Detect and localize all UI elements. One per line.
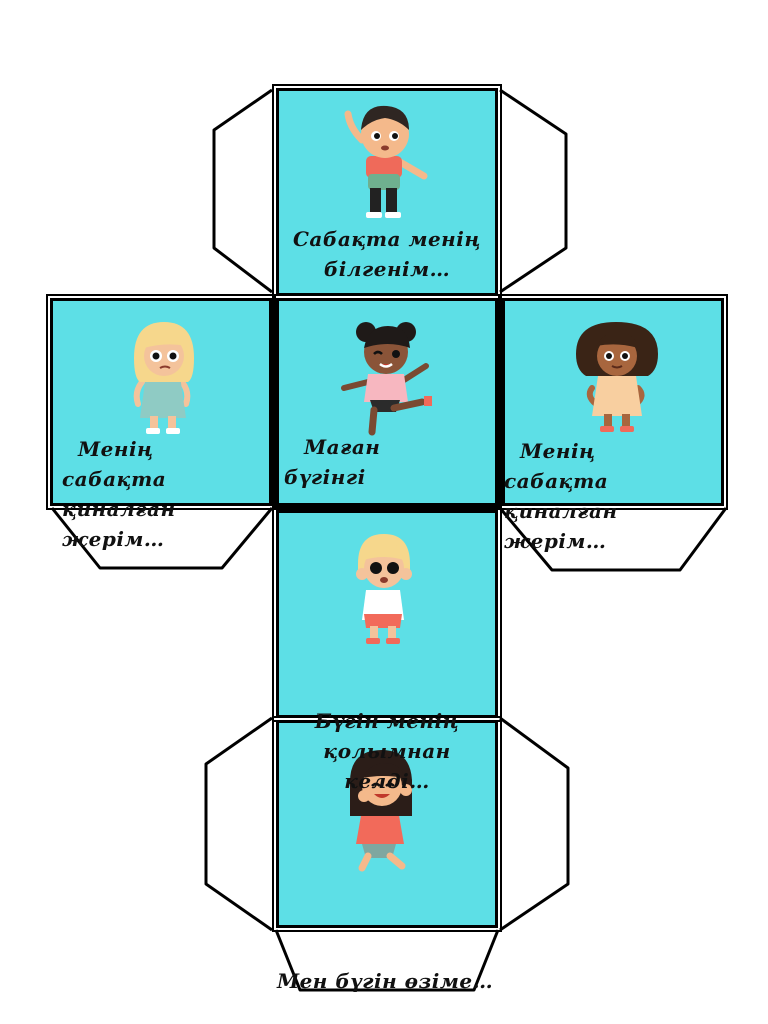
flap-top-left (212, 88, 273, 294)
caption-center: Маған бүгінгі (284, 435, 381, 489)
dancing-girl-icon (341, 322, 432, 436)
caption-right: Менің сабақта қиналған жерім… (504, 439, 618, 553)
flap-bottom-left (204, 716, 273, 932)
caption-left: Менің сабақта қиналған жерім… (62, 437, 176, 551)
flap-bottom (274, 929, 500, 992)
flap-right-bottom (498, 507, 728, 572)
caption-lower: Бүгін менің қолымнан келді… (314, 709, 460, 793)
laughing-girl-icon (350, 750, 412, 872)
flap-bottom-right (499, 716, 570, 932)
curly-girl-icon (576, 322, 658, 432)
flap-left-bottom (50, 507, 274, 570)
excited-girl-icon (356, 534, 412, 644)
caption-bottom: Мен бүгін өзіме… (276, 969, 494, 993)
caption-top: Сабақта менің білгенім… (293, 227, 481, 281)
waving-boy-icon (344, 105, 428, 218)
blonde-girl-icon (133, 322, 194, 434)
flap-top-right (499, 88, 568, 294)
